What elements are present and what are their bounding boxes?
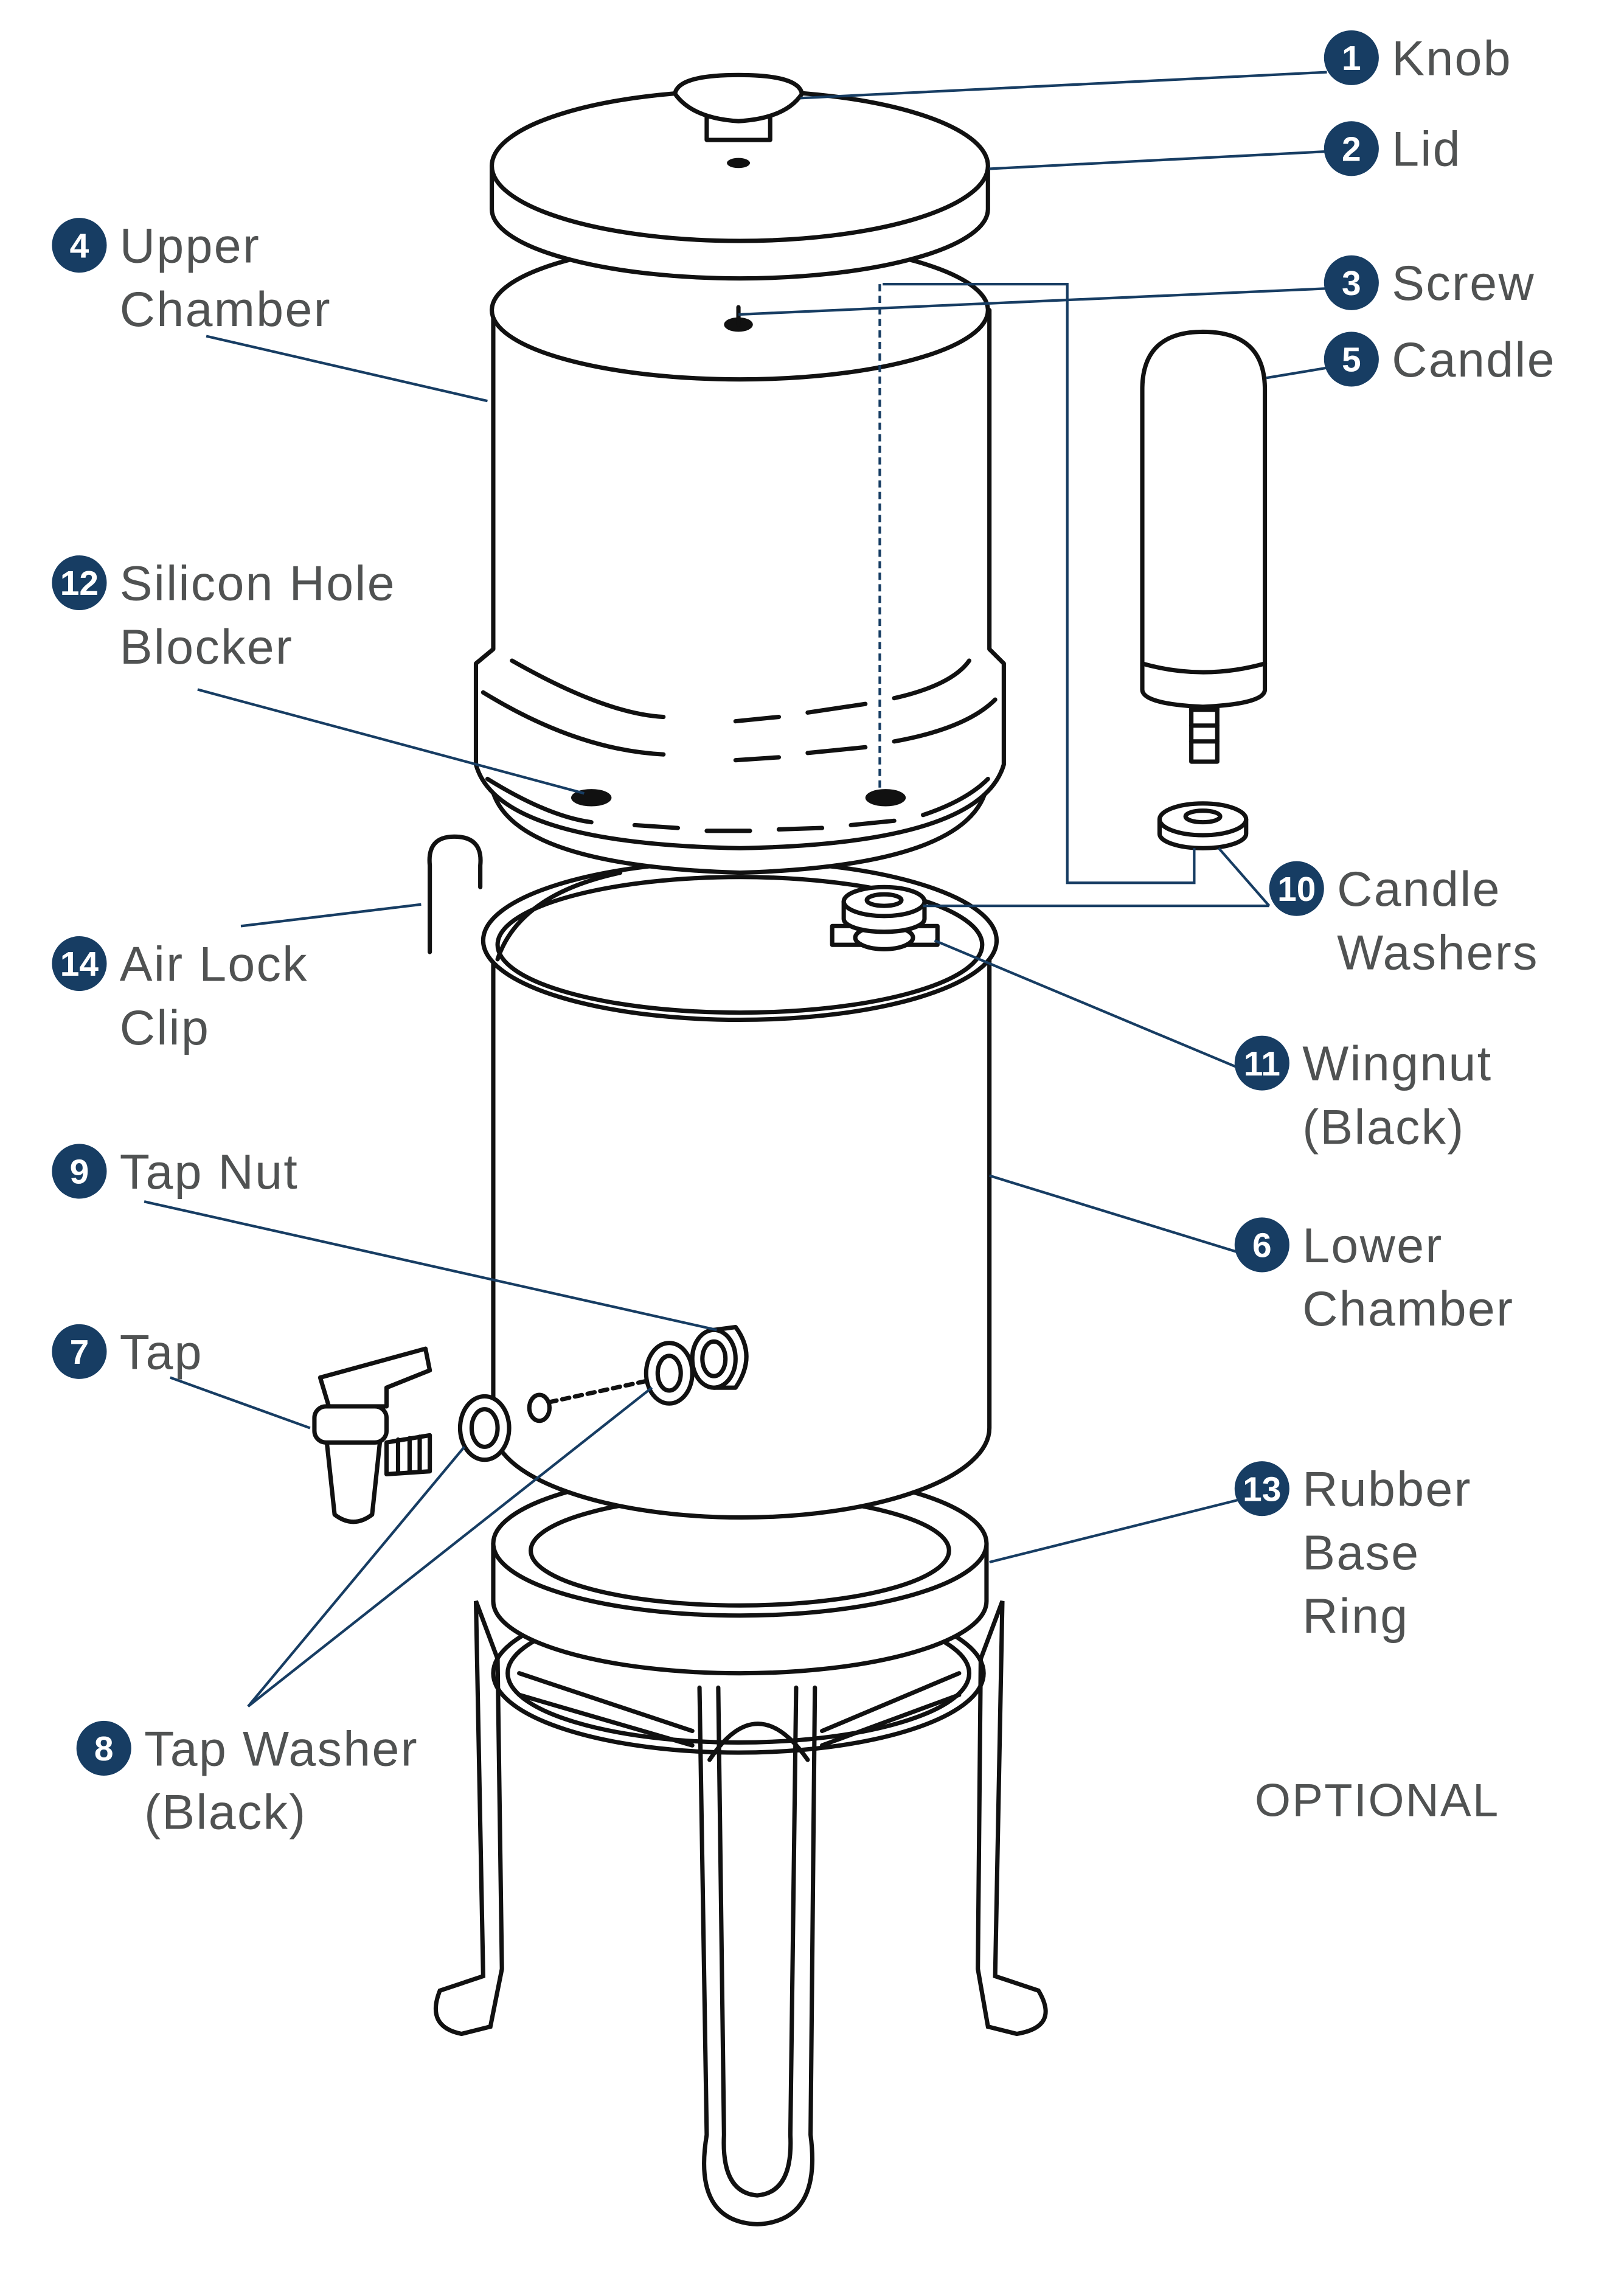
callout-label: Blocker (120, 620, 293, 675)
tap-washers (457, 1325, 749, 1462)
callout-label: (Black) (144, 1785, 307, 1840)
callout-number: 2 (1342, 130, 1361, 169)
callout-label: Candle (1392, 333, 1556, 387)
callout-label: Clip (120, 1001, 210, 1055)
callout-label: Ring (1302, 1589, 1409, 1644)
callout-badge (1324, 255, 1379, 310)
callout-badge (1234, 1035, 1289, 1091)
callout-label: Washers (1337, 925, 1539, 980)
callout-11: 11 Wingnut (Black) (1234, 1035, 1492, 1155)
callout-number: 1 (1342, 39, 1361, 78)
callout-label: Tap (120, 1325, 203, 1380)
callout-number: 11 (1244, 1044, 1280, 1083)
callout-number: 5 (1342, 341, 1361, 380)
stand (433, 1591, 1048, 2227)
callout-number: 12 (60, 564, 99, 603)
callout-label: Lid (1392, 122, 1462, 177)
callout-badge (52, 936, 107, 992)
callout-label: Rubber (1302, 1462, 1472, 1517)
callout-label: Chamber (120, 282, 331, 337)
callout-label: Wingnut (1302, 1037, 1492, 1091)
callout-number: 4 (70, 226, 89, 265)
callout-number: 14 (60, 945, 99, 984)
callout-badge (52, 555, 107, 611)
optional-note: OPTIONAL (1255, 1774, 1500, 1826)
callout-3: 3 Screw (1324, 255, 1535, 311)
callout-label: Tap Washer (144, 1722, 418, 1776)
callout-number: 13 (1243, 1470, 1281, 1509)
callout-label: Tap Nut (120, 1145, 299, 1200)
air-lock-clip (427, 834, 483, 954)
callout-label: (Black) (1302, 1100, 1465, 1155)
callout-label: Knob (1392, 31, 1512, 86)
lower-chamber (481, 859, 999, 1520)
callout-badge (1324, 121, 1379, 176)
callout-badge (1234, 1217, 1289, 1273)
tap (312, 1346, 432, 1524)
callout-label: Screw (1392, 256, 1535, 311)
callout-label: Upper (120, 219, 260, 274)
callout-number: 7 (70, 1333, 89, 1372)
callout-number: 8 (94, 1729, 114, 1768)
callout-number: 9 (70, 1153, 89, 1192)
callout-2: 2 Lid (1324, 121, 1462, 177)
callout-badge (1269, 861, 1324, 916)
callout-5: 5 Candle (1324, 332, 1556, 387)
candle-washers (830, 801, 1249, 951)
filter-illustration (312, 72, 1268, 2227)
callout-number: 3 (1342, 264, 1361, 303)
callout-9: 9 Tap Nut (52, 1144, 299, 1200)
callout-label: Candle (1337, 862, 1501, 917)
callout-badge (1324, 332, 1379, 387)
callout-badge (1234, 1461, 1289, 1517)
candle (1140, 329, 1268, 764)
callout-badge (52, 1324, 107, 1379)
callout-8: 8 Tap Washer (Black) (76, 1720, 418, 1840)
callout-number: 6 (1252, 1226, 1272, 1265)
callout-badge (1324, 30, 1379, 85)
leader-lines (144, 71, 1327, 1708)
callout-label: Chamber (1302, 1282, 1514, 1336)
callout-label: Air Lock (120, 937, 308, 992)
callout-number: 10 (1277, 870, 1316, 909)
callout-badge (76, 1720, 131, 1776)
callout-label: Base (1302, 1526, 1420, 1580)
callout-7: 7 Tap (52, 1324, 203, 1380)
upper-chamber (473, 238, 1006, 875)
callout-badge (52, 1144, 107, 1199)
callout-label: Silicon Hole (120, 556, 396, 611)
lid (490, 72, 990, 281)
callout-label: Lower (1302, 1218, 1443, 1273)
callout-badge (52, 218, 107, 273)
callout-1: 1 Knob (1324, 30, 1512, 86)
